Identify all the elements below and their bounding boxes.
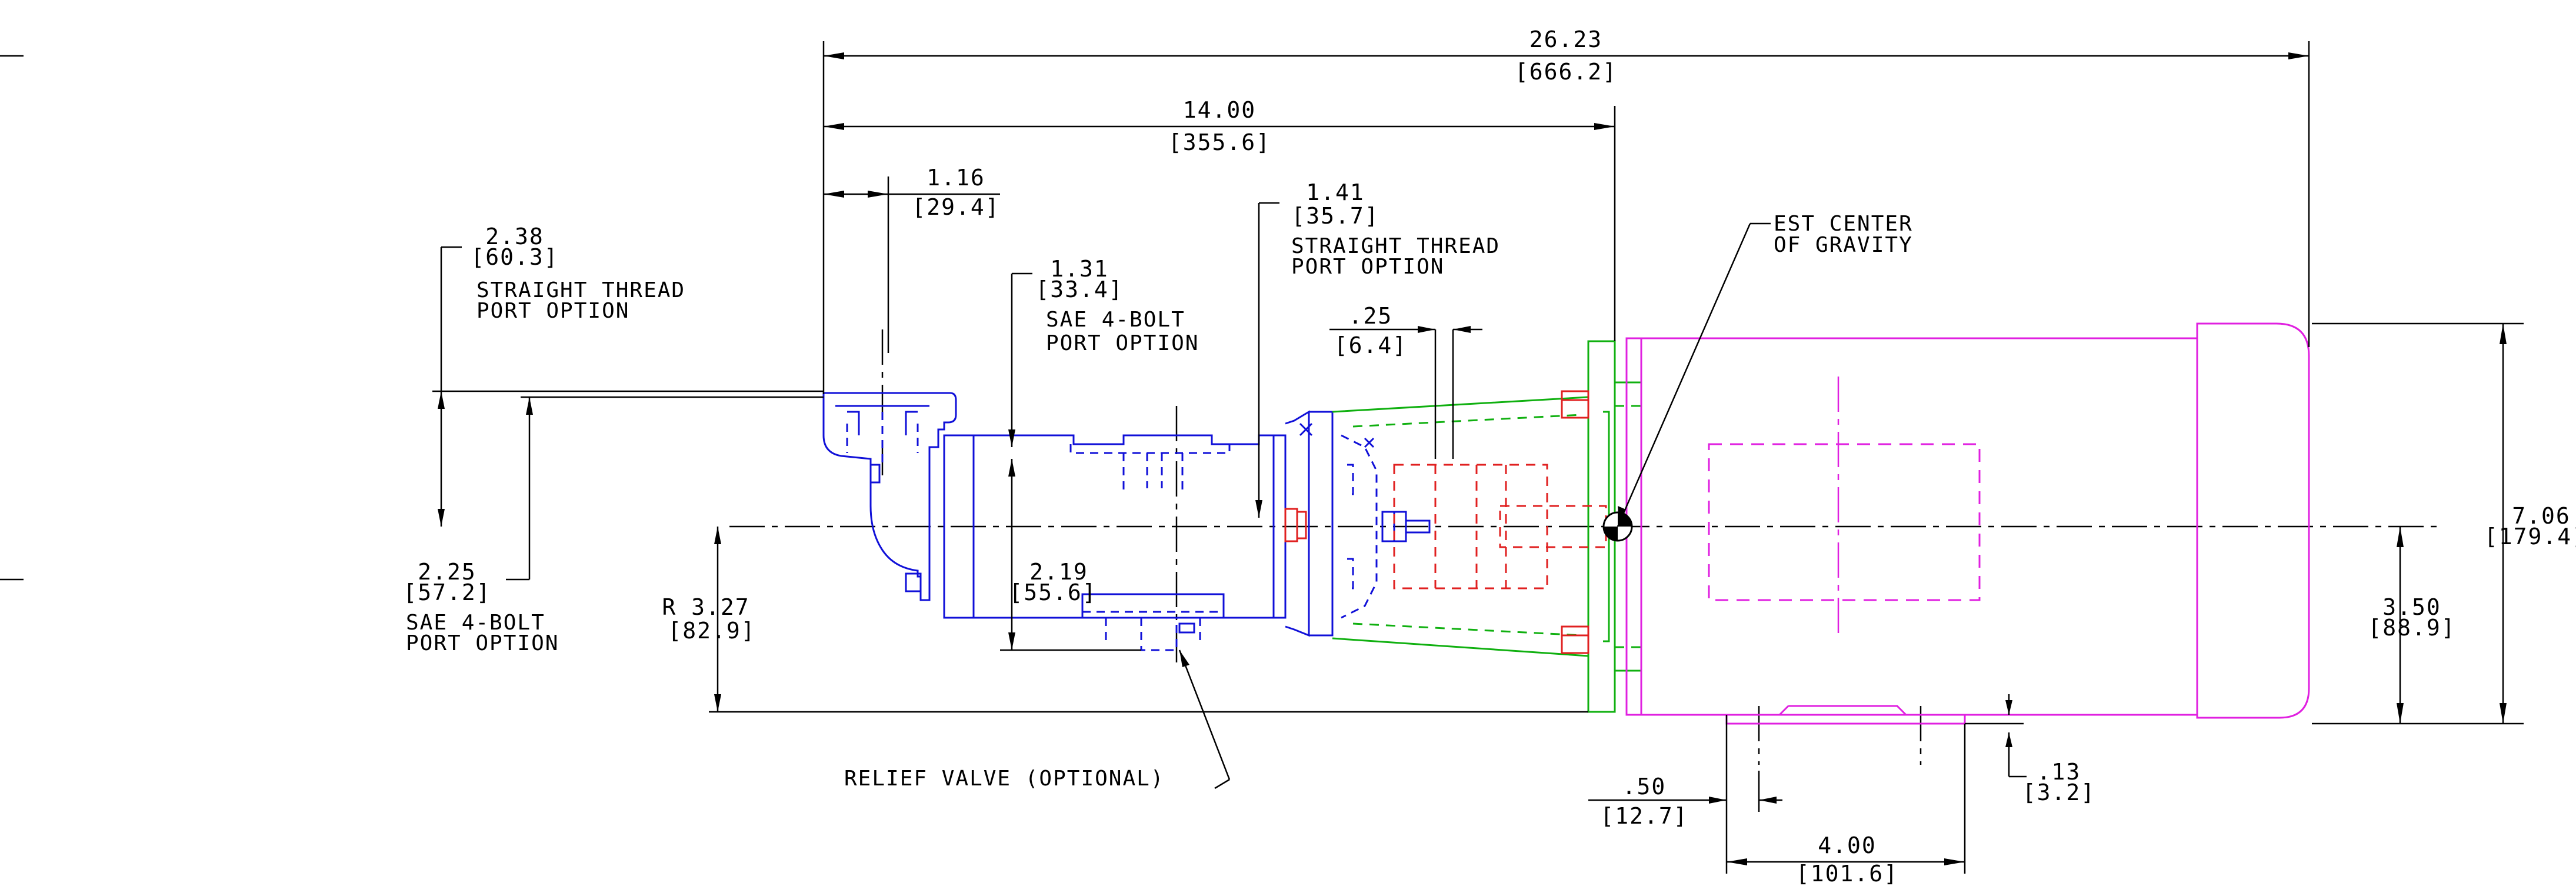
foot-offset-in: .50 — [1622, 774, 1667, 800]
valve-height-in: 2.19 — [1029, 559, 1088, 585]
outlet-straight-label-1: STRAIGHT THREAD — [1291, 234, 1500, 258]
inlet-sae-label-2: PORT OPTION — [406, 631, 559, 655]
inlet-straight-height-in: 2.38 — [485, 224, 544, 249]
valve-height-mm: [55.6] — [1009, 579, 1097, 605]
foot-spacing-mm: [101.6] — [1796, 861, 1898, 886]
sheet-border — [0, 55, 24, 581]
motor-height-mm: [179.4] — [2484, 524, 2576, 549]
dimension-labels: 26.23 [666.2] 14.00 [355.6] 1.16 [29.4] … — [403, 26, 2576, 886]
pump-length-in: 14.00 — [1183, 97, 1256, 123]
foot-spacing-in: 4.00 — [1818, 832, 1877, 858]
overall-length-in: 26.23 — [1529, 26, 1602, 52]
coupling-gap-mm: [6.4] — [1334, 332, 1407, 358]
radius-mm: [82.9] — [668, 618, 755, 644]
coupling — [1393, 390, 1607, 654]
sae-port-label-2: PORT OPTION — [1046, 331, 1199, 355]
inlet-sae-height-in: 2.25 — [418, 559, 476, 585]
inlet-sae-height-mm: [57.2] — [403, 579, 491, 605]
foot-thickness-in: .13 — [2037, 759, 2081, 785]
foot-thickness-mm: [3.2] — [2022, 780, 2095, 805]
foot-offset-mm: [12.7] — [1600, 803, 1688, 829]
outlet-straight-offset-mm: [35.7] — [1291, 203, 1379, 229]
inlet-offset-mm: [29.4] — [912, 194, 999, 220]
center-lines — [729, 329, 2441, 765]
inlet-straight-height-mm: [60.3] — [471, 244, 558, 270]
coupling-housing — [1332, 340, 1642, 713]
sae-port-offset-mm: [33.4] — [1035, 277, 1123, 302]
inlet-offset-in: 1.16 — [927, 165, 985, 191]
shaft-height-mm: [88.9] — [2368, 615, 2455, 641]
sae-port-offset-in: 1.31 — [1050, 256, 1109, 282]
coupling-gap-in: .25 — [1349, 303, 1393, 329]
center-of-gravity-label-2: OF GRAVITY — [1774, 233, 1913, 257]
overall-length-mm: [666.2] — [1515, 59, 1617, 85]
pump-length-mm: [355.6] — [1168, 129, 1271, 155]
inlet-straight-label-2: PORT OPTION — [476, 299, 629, 323]
outlet-straight-offset-in: 1.41 — [1306, 179, 1365, 205]
radius-in: R 3.27 — [662, 594, 749, 620]
sae-port-label-1: SAE 4-BOLT — [1046, 308, 1185, 332]
motor-height-in: 7.06 — [2512, 503, 2571, 529]
inlet-sae-label-1: SAE 4-BOLT — [406, 611, 545, 635]
pump-body — [822, 392, 1431, 651]
inlet-straight-label-1: STRAIGHT THREAD — [476, 278, 685, 302]
center-of-gravity-icon — [1602, 511, 1633, 542]
outlet-straight-label-2: PORT OPTION — [1291, 255, 1444, 279]
pump-seals — [1284, 508, 1307, 542]
relief-valve-label: RELIEF VALVE (OPTIONAL) — [844, 767, 1165, 791]
motor — [1625, 322, 2310, 725]
dimension-lines — [432, 41, 2524, 874]
shaft-height-in: 3.50 — [2382, 594, 2441, 620]
center-of-gravity-label-1: EST CENTER — [1774, 212, 1913, 236]
